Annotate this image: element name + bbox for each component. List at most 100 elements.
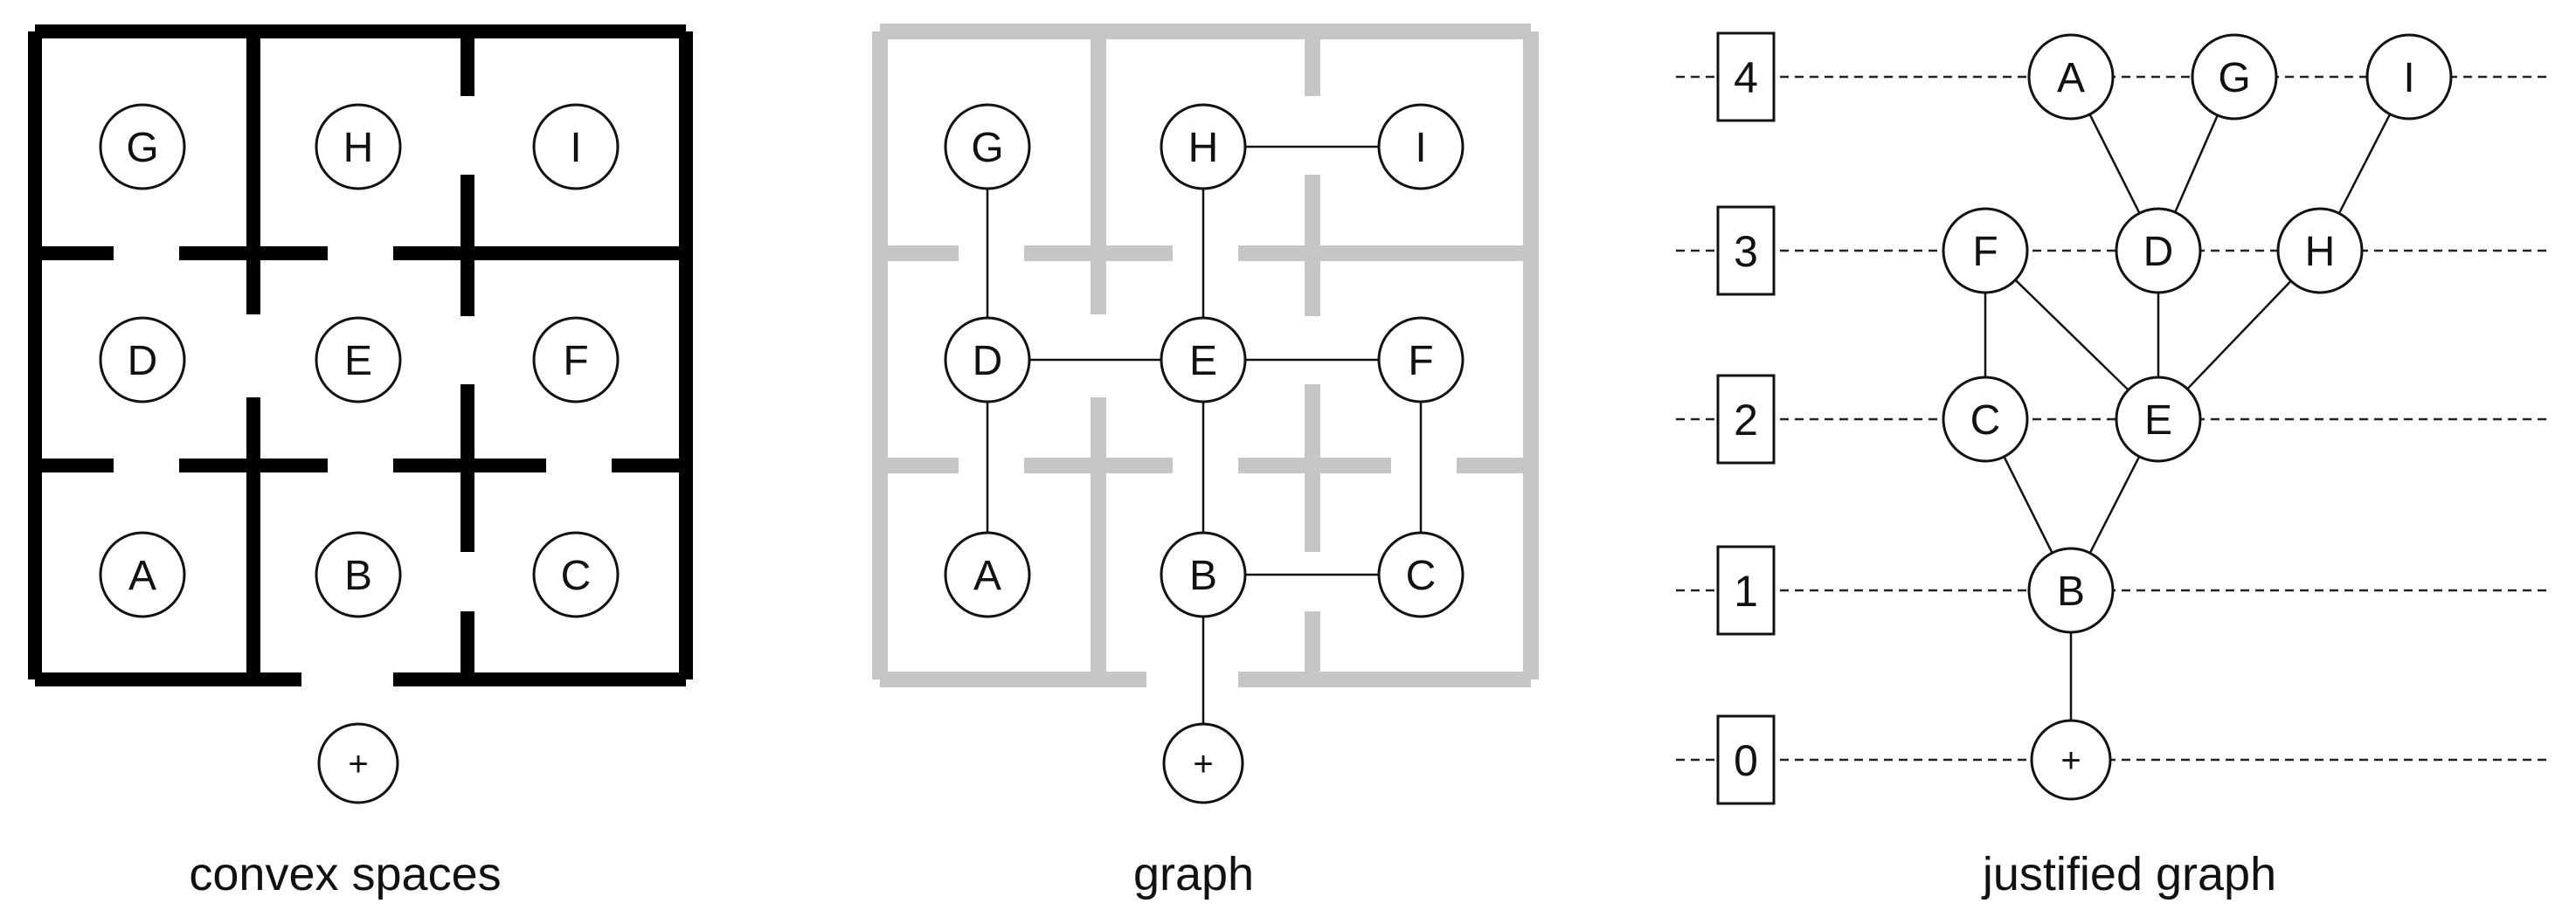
- jg-node-i-label: I: [2403, 55, 2414, 101]
- graph-node-plus: +: [1162, 722, 1244, 804]
- convex-node-a-label: A: [128, 553, 156, 599]
- jg-node-plus-circle: [2030, 719, 2112, 801]
- convex-node-g-label: G: [126, 125, 158, 171]
- jg-node-a: A: [2027, 33, 2115, 121]
- graph-node-g-circle: [944, 103, 1031, 190]
- jg-node-c-circle: [1942, 376, 2029, 463]
- convex-node-d-label: D: [128, 338, 158, 384]
- convex-node-e-circle: [315, 316, 402, 403]
- graph-node-i-circle: [1377, 103, 1465, 190]
- jg-node-f-circle: [1942, 207, 2029, 294]
- convex-node-c-label: C: [561, 553, 592, 599]
- jg-node-h-label: H: [2305, 229, 2336, 275]
- caption-graph: graph: [1132, 848, 1255, 900]
- jg-node-c-label: C: [1970, 397, 2001, 444]
- jg-node-a-circle: [2027, 33, 2115, 121]
- graph-node-plus-circle: [1162, 722, 1244, 804]
- level-label-3: 3: [1734, 227, 1758, 276]
- level-label-0: 0: [1734, 736, 1758, 785]
- jg-node-b: B: [2027, 547, 2115, 634]
- jg-node-b-label: B: [2057, 569, 2085, 615]
- convex-node-f-circle: [532, 316, 620, 403]
- graph-node-b-label: B: [1189, 553, 1217, 599]
- jg-node-c: C: [1942, 376, 2029, 463]
- convex-node-a: A: [99, 531, 186, 618]
- convex-node-b-label: B: [344, 553, 372, 599]
- jg-node-i-circle: [2365, 33, 2453, 121]
- jg-node-h-circle: [2276, 207, 2364, 294]
- graph-node-g: G: [944, 103, 1031, 190]
- graph-node-a-circle: [944, 531, 1031, 618]
- jg-node-e-label: E: [2144, 397, 2172, 444]
- graph-node-g-label: G: [971, 125, 1003, 171]
- graph-node-h-circle: [1160, 103, 1247, 190]
- convex-node-i: I: [532, 103, 620, 190]
- convex-node-d-circle: [99, 316, 186, 403]
- level-box-2: [1716, 374, 1776, 465]
- convex-node-plus: +: [317, 722, 399, 804]
- convex-node-d: D: [99, 316, 186, 403]
- convex-node-h: H: [315, 103, 402, 190]
- graph-node-i: I: [1377, 103, 1465, 190]
- jg-node-plus-label: +: [2060, 741, 2081, 780]
- convex-node-h-label: H: [343, 125, 374, 171]
- graph-node-d-circle: [944, 316, 1031, 403]
- convex-node-g-circle: [99, 103, 186, 190]
- jg-node-f-label: F: [1972, 229, 1998, 275]
- graph-node-e-circle: [1160, 316, 1247, 403]
- level-label-1: 1: [1734, 567, 1758, 616]
- graph-node-e-label: E: [1189, 338, 1217, 384]
- jg-node-d-circle: [2115, 207, 2202, 294]
- convex-node-plus-label: +: [348, 745, 368, 783]
- convex-node-g: G: [99, 103, 186, 190]
- graph-node-plus-label: +: [1193, 745, 1213, 783]
- convex-node-c-circle: [532, 531, 620, 618]
- graph-node-f-label: F: [1408, 338, 1433, 384]
- convex-node-f-label: F: [563, 338, 588, 384]
- convex-node-f: F: [532, 316, 620, 403]
- jg-node-b-circle: [2027, 547, 2115, 634]
- convex-node-c: C: [532, 531, 620, 618]
- graph-node-c: C: [1377, 531, 1465, 618]
- convex-node-e: E: [315, 316, 402, 403]
- graph-node-a: A: [944, 531, 1031, 618]
- convex-node-plus-circle: [317, 722, 399, 804]
- jg-node-f: F: [1942, 207, 2029, 294]
- level-box-0: [1716, 714, 1776, 805]
- jg-node-d: D: [2115, 207, 2202, 294]
- convex-node-e-label: E: [344, 338, 372, 384]
- jg-node-g: G: [2191, 33, 2278, 121]
- convex-node-i-circle: [532, 103, 620, 190]
- graph-node-f-circle: [1377, 316, 1465, 403]
- panel-graph: G H I D E F A B C +: [872, 24, 1539, 804]
- convex-node-b-circle: [315, 531, 402, 618]
- convex-node-i-label: I: [570, 125, 581, 171]
- convex-node-h-circle: [315, 103, 402, 190]
- jg-node-g-circle: [2191, 33, 2278, 121]
- convex-node-a-circle: [99, 531, 186, 618]
- level-box-1: [1716, 545, 1776, 636]
- graph-node-d-label: D: [973, 338, 1003, 384]
- jg-node-h: H: [2276, 207, 2364, 294]
- graph-node-a-label: A: [973, 553, 1001, 599]
- graph-node-b: B: [1160, 531, 1247, 618]
- graph-node-c-label: C: [1406, 553, 1437, 599]
- level-box-4: [1716, 31, 1776, 122]
- graph-node-f: F: [1377, 316, 1465, 403]
- caption-justified-graph: justified graph: [1982, 848, 2277, 900]
- jg-node-d-label: D: [2143, 229, 2174, 275]
- level-label-2: 2: [1734, 396, 1758, 445]
- convex-node-b: B: [315, 531, 402, 618]
- jg-node-plus: +: [2030, 719, 2112, 801]
- panel-convex-spaces: G H I D E F A B C +: [28, 24, 693, 804]
- graph-node-d: D: [944, 316, 1031, 403]
- graph-node-c-circle: [1377, 531, 1465, 618]
- graph-node-h: H: [1160, 103, 1247, 190]
- jg-node-g-label: G: [2218, 55, 2250, 101]
- graph-node-b-circle: [1160, 531, 1247, 618]
- caption-convex-spaces: convex spaces: [189, 848, 502, 900]
- graph-node-e: E: [1160, 316, 1247, 403]
